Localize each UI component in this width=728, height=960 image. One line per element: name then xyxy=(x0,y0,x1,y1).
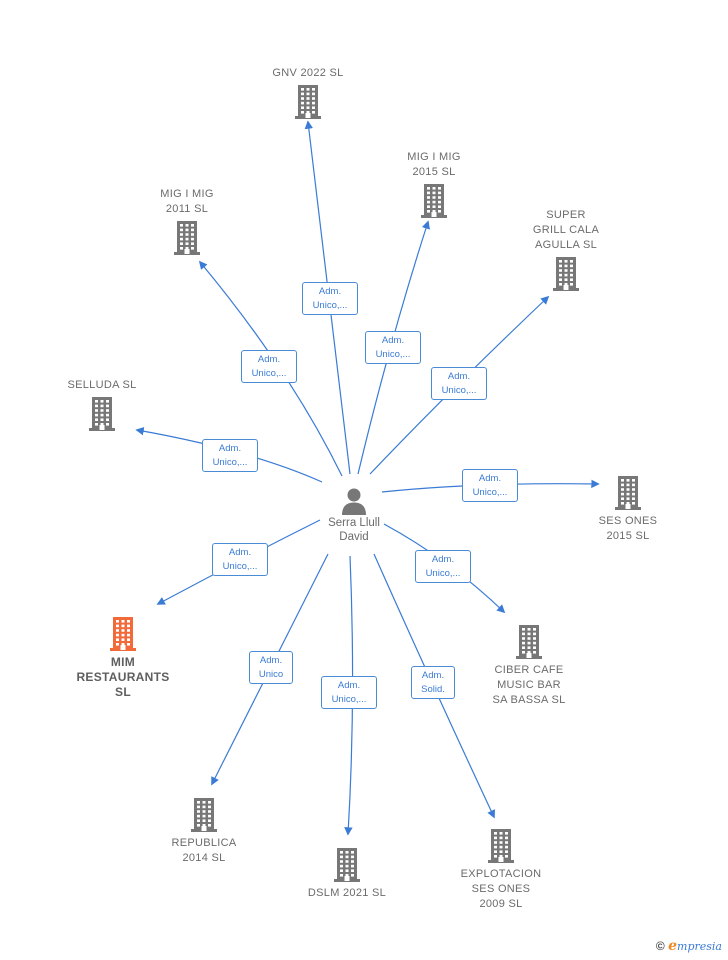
building-icon xyxy=(258,84,358,120)
empresia-logo[interactable]: © empresia xyxy=(656,938,722,954)
company-label: MIM RESTAURANTS SL xyxy=(76,655,170,699)
relation-label-ciber[interactable]: Adm. Unico,... xyxy=(415,550,471,583)
building-icon xyxy=(578,475,678,511)
relation-detail: Unico,... xyxy=(472,487,508,498)
company-label: SES ONES 2015 SL xyxy=(598,515,658,542)
company-node-mig-i-mig-2015[interactable]: MIG I MIG 2015 SL xyxy=(384,150,484,222)
relation-detail: Unico,... xyxy=(212,457,248,468)
relation-detail: Unico,... xyxy=(222,561,258,572)
person-node[interactable]: Serra Llull David xyxy=(314,486,394,544)
relation-detail: Unico,... xyxy=(441,385,477,396)
building-icon xyxy=(516,256,616,292)
relation-detail: Unico xyxy=(258,669,284,680)
building-icon xyxy=(451,828,551,864)
company-label: SELLUDA SL xyxy=(67,379,137,391)
company-node-dslm-2021[interactable]: DSLM 2021 SL xyxy=(297,844,397,901)
company-label: DSLM 2021 SL xyxy=(307,887,387,899)
relation-role: Adm. xyxy=(257,354,281,365)
company-node-super-grill[interactable]: SUPER GRILL CALA AGULLA SL xyxy=(516,208,616,295)
building-icon xyxy=(479,624,579,660)
building-icon xyxy=(297,847,397,883)
relation-label-gnv[interactable]: Adm. Unico,... xyxy=(302,282,358,315)
relation-label-dslm[interactable]: Adm. Unico,... xyxy=(321,676,377,709)
relation-role: Adm. xyxy=(478,473,502,484)
company-node-selluda[interactable]: SELLUDA SL xyxy=(52,378,152,435)
brand-rest: mpresia xyxy=(677,940,722,953)
company-node-ses-ones-2015[interactable]: SES ONES 2015 SL xyxy=(578,472,678,544)
company-node-mig-i-mig-2011[interactable]: MIG I MIG 2011 SL xyxy=(137,187,237,259)
building-icon xyxy=(154,797,254,833)
relation-role: Adm. xyxy=(421,670,445,681)
relation-detail: Unico,... xyxy=(331,694,367,705)
relation-role: Adm. xyxy=(381,335,405,346)
copyright-icon: © xyxy=(655,939,665,953)
relation-role: Adm. xyxy=(218,443,242,454)
relation-role: Adm. xyxy=(318,286,342,297)
company-label: SUPER GRILL CALA AGULLA SL xyxy=(532,209,600,251)
relation-label-mig2011[interactable]: Adm. Unico,... xyxy=(241,350,297,383)
company-node-republica-2014[interactable]: REPUBLICA 2014 SL xyxy=(154,794,254,866)
company-node-mim-restaurants[interactable]: MIM RESTAURANTS SL xyxy=(68,613,178,700)
company-node-gnv-2022[interactable]: GNV 2022 SL xyxy=(258,66,358,123)
relation-detail: Solid. xyxy=(421,684,445,695)
company-label: MIG I MIG 2015 SL xyxy=(407,151,461,178)
company-node-explotacion-ses-ones[interactable]: EXPLOTACION SES ONES 2009 SL xyxy=(451,825,551,912)
company-label: MIG I MIG 2011 SL xyxy=(160,188,214,215)
relation-label-selluda[interactable]: Adm. Unico,... xyxy=(202,439,258,472)
person-icon xyxy=(342,488,366,515)
relation-role: Adm. xyxy=(447,371,471,382)
building-icon xyxy=(137,220,237,256)
relation-role: Adm. xyxy=(337,680,361,691)
brand-e: e xyxy=(668,938,678,954)
company-label: CIBER CAFE MUSIC BAR SA BASSA SL xyxy=(492,664,566,706)
relation-label-republica[interactable]: Adm. Unico xyxy=(249,651,293,684)
company-label: GNV 2022 SL xyxy=(272,67,344,79)
relation-label-mig2015[interactable]: Adm. Unico,... xyxy=(365,331,421,364)
building-icon xyxy=(68,616,178,652)
relation-role: Adm. xyxy=(228,547,252,558)
person-name-line1: Serra Llull xyxy=(328,517,380,529)
relation-label-sesones[interactable]: Adm. Unico,... xyxy=(462,469,518,502)
relation-detail: Unico,... xyxy=(312,300,348,311)
relation-label-mim[interactable]: Adm. Unico,... xyxy=(212,543,268,576)
building-icon xyxy=(52,396,152,432)
relation-label-super[interactable]: Adm. Unico,... xyxy=(431,367,487,400)
relation-label-explotacion[interactable]: Adm. Solid. xyxy=(411,666,455,699)
building-icon xyxy=(384,183,484,219)
person-name-line2: David xyxy=(339,531,369,543)
company-label: EXPLOTACION SES ONES 2009 SL xyxy=(460,868,542,910)
company-node-ciber-cafe[interactable]: CIBER CAFE MUSIC BAR SA BASSA SL xyxy=(479,621,579,708)
relation-role: Adm. xyxy=(259,655,283,666)
relation-role: Adm. xyxy=(431,554,455,565)
relation-detail: Unico,... xyxy=(375,349,411,360)
company-label: REPUBLICA 2014 SL xyxy=(171,837,237,864)
relation-detail: Unico,... xyxy=(425,568,461,579)
relation-detail: Unico,... xyxy=(251,368,287,379)
